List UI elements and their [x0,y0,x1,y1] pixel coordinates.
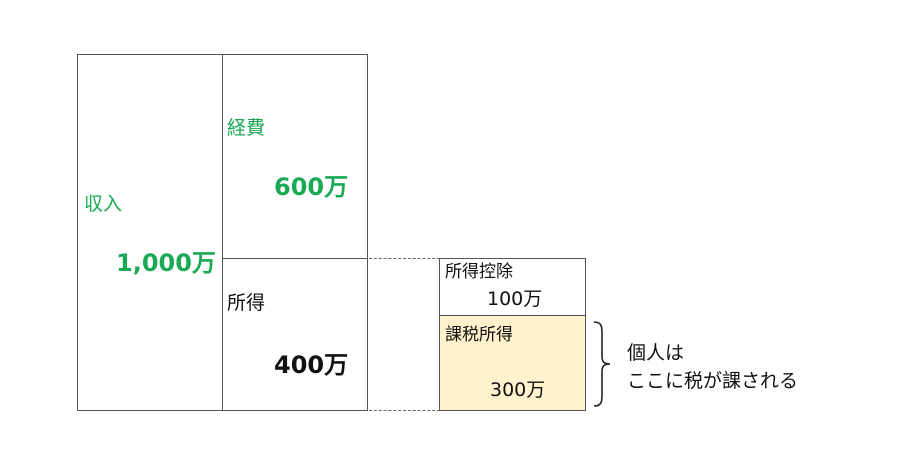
revenue-label: 収入 [84,193,123,215]
curly-brace-icon [593,321,611,407]
taxable-income-amount: 300万 [490,379,546,401]
deduction-amount: 100万 [487,288,543,310]
income-box [222,258,368,411]
deduction-label: 所得控除 [445,262,513,282]
note-line-2: ここに税が課される [627,370,799,392]
income-amount: 400万 [274,351,349,379]
revenue-amount: 1,000万 [116,249,216,277]
taxable-income-label: 課税所得 [445,325,513,345]
income-label: 所得 [227,292,266,314]
expenses-box [222,54,368,259]
taxable-income-box [439,315,586,411]
revenue-box [77,54,223,411]
expenses-label: 経費 [227,117,266,139]
connector-line-bottom [369,410,440,411]
connector-line-top [369,258,440,259]
note-line-1: 個人は [627,342,685,364]
expenses-amount: 600万 [274,173,349,201]
deduction-box [439,258,586,316]
